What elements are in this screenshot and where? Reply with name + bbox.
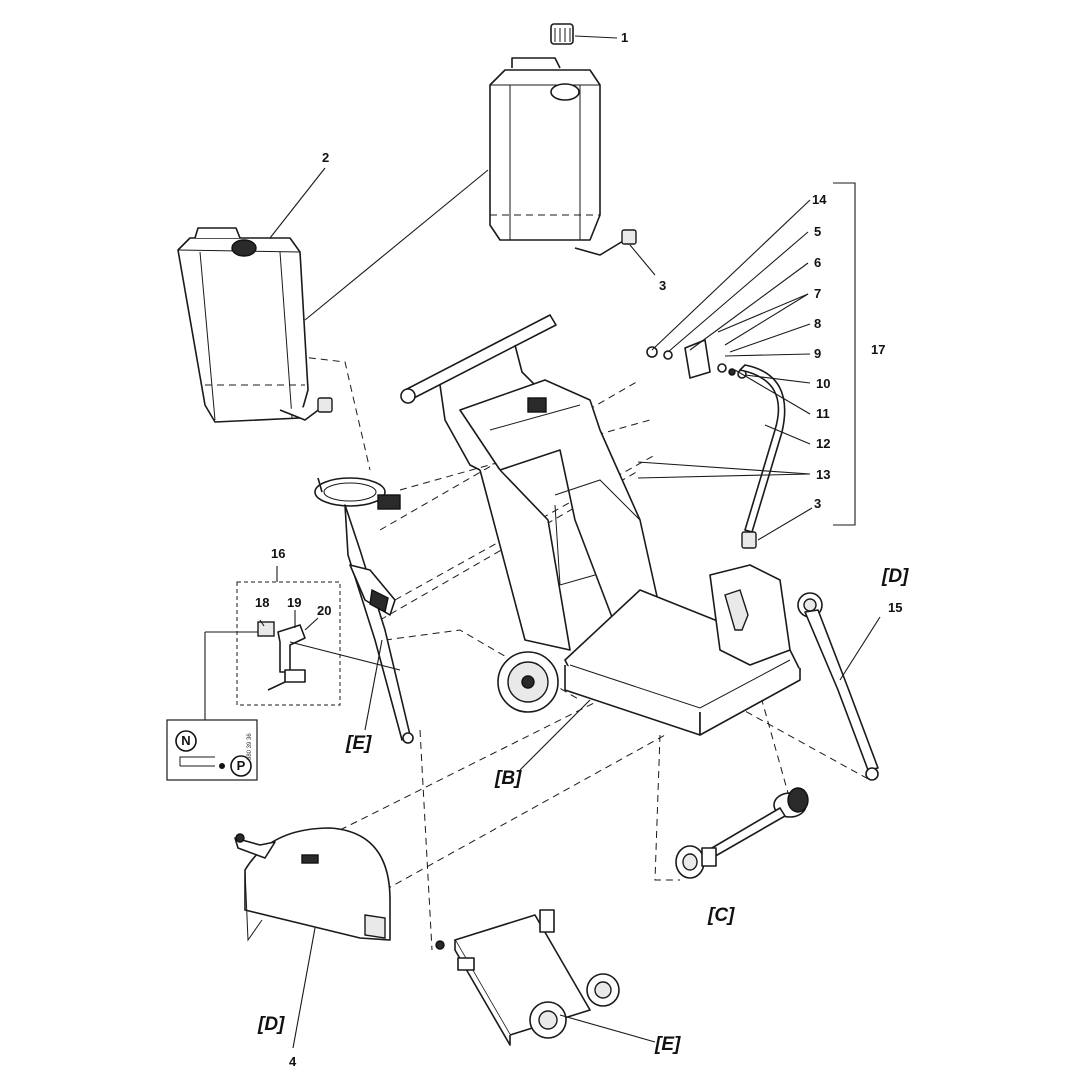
neutral-symbol: N <box>181 733 190 748</box>
tank-cap-part <box>550 23 574 45</box>
ref-b: [B] <box>494 768 522 789</box>
drive-shaft <box>675 787 809 879</box>
callout-13: 13 <box>816 467 830 482</box>
callout-12: 12 <box>816 436 830 451</box>
guard-arm <box>797 592 879 781</box>
callout-3-top: 3 <box>659 278 666 293</box>
leader-lines <box>204 35 881 1049</box>
callout-14: 14 <box>812 192 827 207</box>
blade-guard <box>234 827 391 942</box>
callout-18: 18 <box>255 595 269 610</box>
front-wheel-carriage <box>435 909 620 1046</box>
callout-9: 9 <box>814 346 821 361</box>
water-hose-kit <box>646 339 786 549</box>
callout-11: 11 <box>816 406 830 421</box>
ref-e-bottom: [E] <box>654 1034 681 1055</box>
ref-e-left: [E] <box>345 733 372 754</box>
callout-numbers: 1 2 3 3 4 5 6 7 8 9 10 11 12 13 14 15 16… <box>255 30 902 1069</box>
callout-19: 19 <box>287 595 301 610</box>
callout-15: 15 <box>888 600 902 615</box>
callout-10: 10 <box>816 376 830 391</box>
depth-control <box>314 477 414 744</box>
callout-3-right: 3 <box>814 496 821 511</box>
ref-c: [C] <box>707 905 735 926</box>
callout-20: 20 <box>317 603 331 618</box>
callout-16: 16 <box>271 546 285 561</box>
callout-7: 7 <box>814 286 821 301</box>
ref-d-top: [D] <box>881 566 909 587</box>
water-tank-left <box>177 227 333 423</box>
callout-2: 2 <box>322 150 329 165</box>
callout-1: 1 <box>621 30 628 45</box>
reference-letters: [B] [C] [D] [D] [E] [E] <box>257 566 909 1055</box>
callout-6: 6 <box>814 255 821 270</box>
callout-17: 17 <box>871 342 885 357</box>
machine-frame <box>400 314 801 736</box>
neutral-park-decal: 580 39 36 <box>166 719 258 781</box>
svg-text:580 39 36: 580 39 36 <box>247 733 253 760</box>
ref-d-bottom: [D] <box>257 1014 285 1035</box>
detail-box-16 <box>236 581 341 706</box>
callout-4: 4 <box>289 1054 297 1069</box>
callout-5: 5 <box>814 224 821 239</box>
water-tank-top <box>489 57 637 256</box>
park-symbol: P <box>237 758 246 773</box>
callout-8: 8 <box>814 316 821 331</box>
